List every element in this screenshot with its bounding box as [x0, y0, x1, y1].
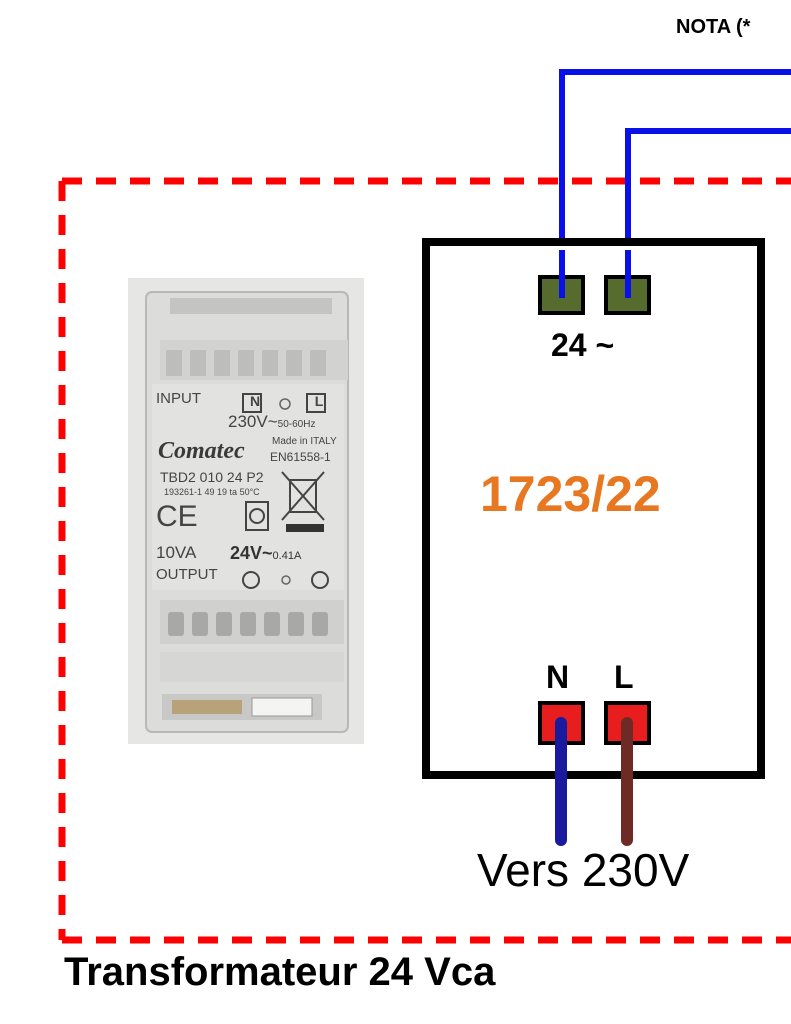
model-number: 1723/22: [480, 466, 661, 522]
nota-label: NOTA (*: [676, 16, 751, 38]
photo-output-voltage: 24V~0.41A: [230, 543, 302, 563]
transformer-photo: [128, 278, 364, 744]
photo-ce-mark: CE: [156, 500, 198, 533]
photo-norm: EN61558-1: [270, 450, 331, 464]
enclosure-border: [58, 177, 791, 944]
neutral-terminal-label: N: [546, 659, 570, 695]
supply-label: Vers 230V: [477, 844, 690, 896]
output-wire-1: [559, 69, 791, 290]
photo-made-in: Made in ITALY: [272, 436, 337, 447]
output-wire-2: [625, 128, 791, 290]
live-terminal-label: L: [614, 659, 634, 695]
photo-n-marker: N: [249, 393, 261, 409]
diagram-title: Transformateur 24 Vca: [64, 950, 496, 994]
photo-brand-logo: Comatec: [158, 438, 245, 464]
photo-model: TBD2 010 24 P2: [160, 469, 264, 485]
secondary-terminal-label: 24 ~: [551, 327, 615, 363]
photo-voltage: 230V~50-60Hz: [228, 412, 316, 431]
photo-output-label: OUTPUT: [156, 566, 218, 583]
photo-l-marker: L: [314, 393, 324, 409]
photo-power: 10VA: [156, 543, 197, 562]
transformer-block: [422, 238, 765, 779]
photo-code: 193261-1 49 19 ta 50°C: [164, 487, 260, 497]
photo-input-label: INPUT: [156, 390, 201, 407]
